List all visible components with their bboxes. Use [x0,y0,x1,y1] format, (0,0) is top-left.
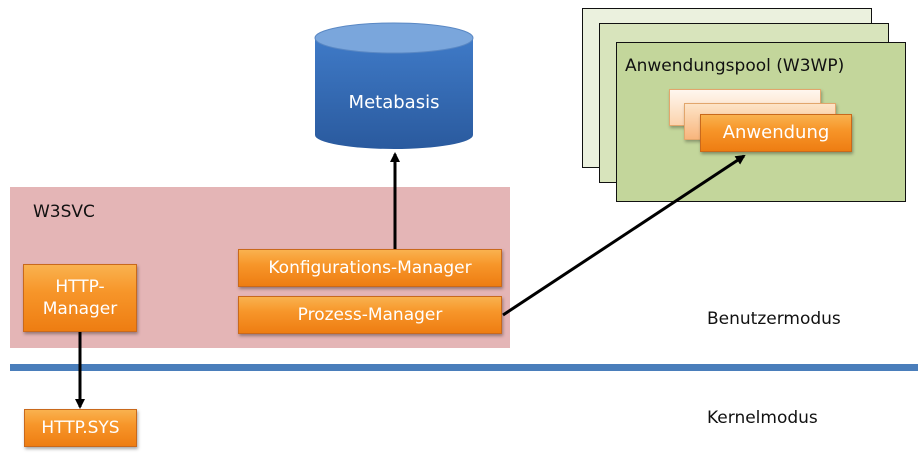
user-kernel-divider [10,364,918,371]
metabase-label: Metabasis [348,92,440,113]
config-manager-box[interactable]: Konfigurations-Manager [238,249,502,287]
kernel-mode-label: Kernelmodus [707,408,818,428]
user-mode-label: Benutzermodus [707,309,841,329]
application-box[interactable]: Anwendung [700,114,852,152]
http-manager-box[interactable]: HTTP- Manager [23,264,137,332]
w3svc-label: W3SVC [33,202,95,222]
process-manager-box[interactable]: Prozess-Manager [238,296,502,334]
arrow-process-to-application [502,154,746,317]
http-sys-box[interactable]: HTTP.SYS [24,409,137,447]
app-pool-label: Anwendungspool (W3WP) [625,56,845,76]
